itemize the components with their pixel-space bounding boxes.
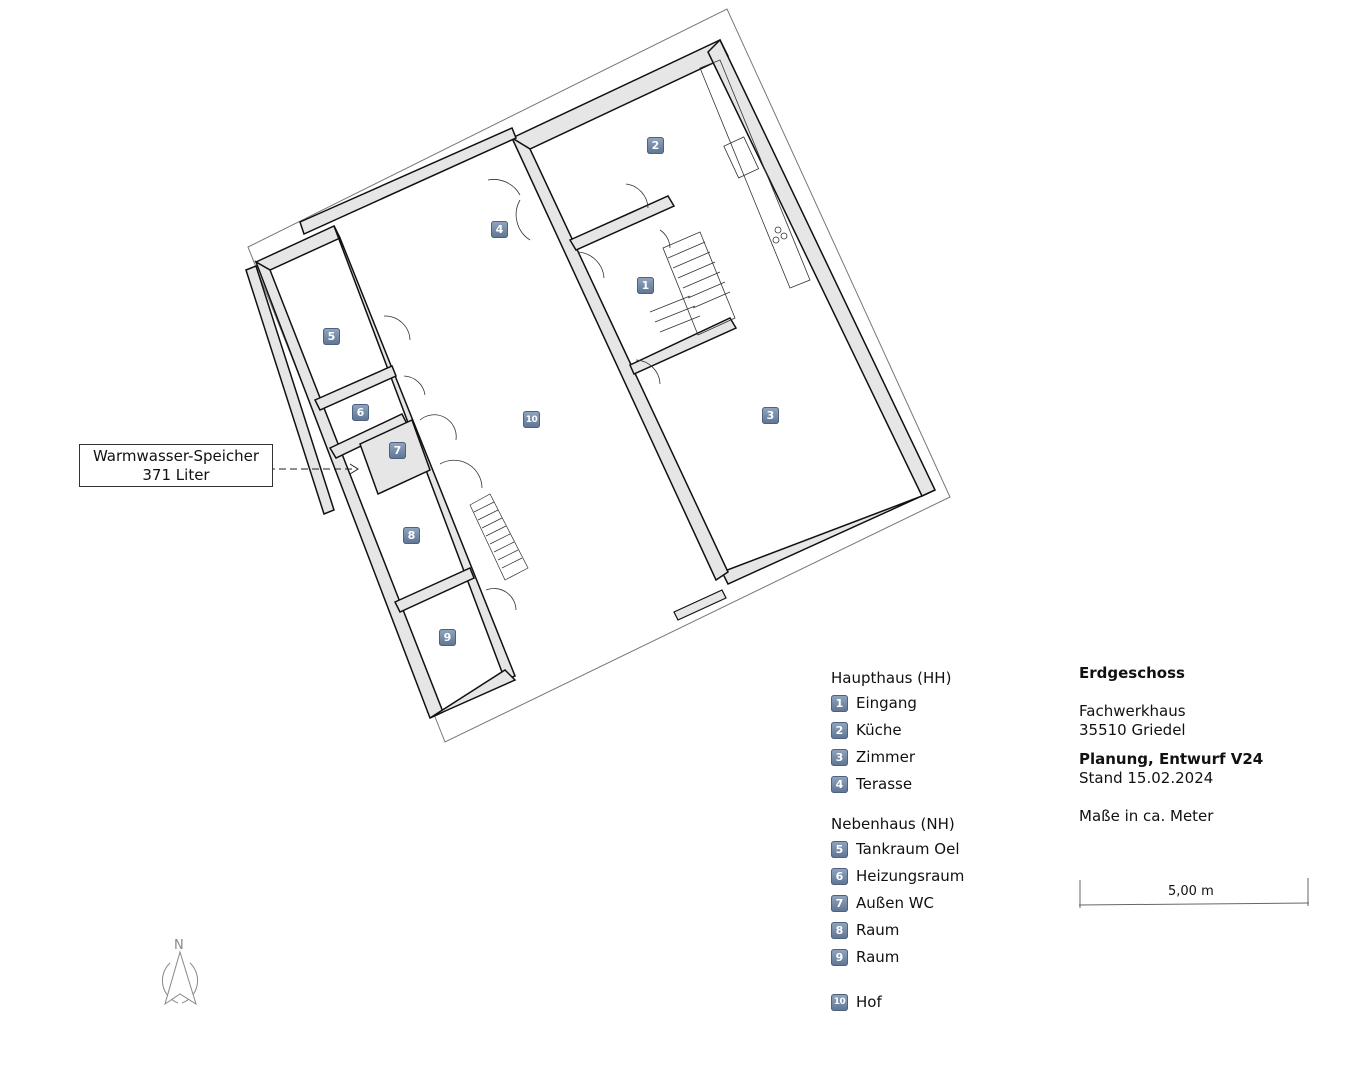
legend-item: 1 Eingang bbox=[831, 690, 964, 717]
legend-item: 7 Außen WC bbox=[831, 890, 964, 917]
planning-version: Planung, Entwurf V24 bbox=[1079, 750, 1264, 768]
legend-heading-main-house: Haupthaus (HH) bbox=[831, 669, 952, 687]
room-number-badge: 6 bbox=[831, 868, 848, 885]
floor-title: Erdgeschoss bbox=[1079, 664, 1185, 682]
room-number-badge: 10 bbox=[831, 994, 848, 1011]
room-name: Küche bbox=[856, 721, 902, 739]
address: 35510 Griedel bbox=[1079, 721, 1186, 739]
room-name: Hof bbox=[856, 993, 882, 1011]
room-name: Raum bbox=[856, 948, 900, 966]
legend-item-yard: 10 Hof bbox=[831, 989, 964, 1016]
callout-title: Warmwasser-Speicher bbox=[92, 447, 260, 465]
room-legend: Haupthaus (HH) 1 Eingang 2 Küche 3 Zimmer 4… bbox=[831, 666, 964, 1016]
room-marker-3: 3 bbox=[762, 407, 779, 424]
room-number-badge: 1 bbox=[831, 695, 848, 712]
room-name: Raum bbox=[856, 921, 900, 939]
kitchen-counter bbox=[699, 59, 811, 289]
room-name: Eingang bbox=[856, 694, 917, 712]
room-number-badge: 5 bbox=[831, 841, 848, 858]
room-number-badge: 3 bbox=[831, 749, 848, 766]
property-boundary bbox=[247, 8, 951, 743]
legend-item: 9 Raum bbox=[831, 944, 964, 971]
scale-bar-label: 5,00 m bbox=[1168, 884, 1214, 899]
legend-heading-side-house: Nebenhaus (NH) bbox=[831, 815, 955, 833]
main-house-walls bbox=[510, 38, 937, 585]
legend-item: 6 Heizungsraum bbox=[831, 863, 964, 890]
units-note: Maße in ca. Meter bbox=[1079, 807, 1214, 825]
room-name: Tankraum Oel bbox=[856, 840, 960, 858]
room-name: Zimmer bbox=[856, 748, 916, 766]
water-heater-callout: Warmwasser-Speicher 371 Liter bbox=[79, 444, 273, 487]
scale-bar bbox=[1078, 878, 1310, 908]
room-number-badge: 2 bbox=[831, 722, 848, 739]
side-house-walls bbox=[245, 126, 517, 720]
room-number-badge: 4 bbox=[831, 776, 848, 793]
room-number-badge: 7 bbox=[831, 895, 848, 912]
room-marker-6: 6 bbox=[352, 404, 369, 421]
north-arrow-icon: N bbox=[161, 938, 199, 1006]
room-name: Terasse bbox=[856, 775, 913, 793]
wall-stub bbox=[673, 589, 727, 621]
legend-item: 2 Küche bbox=[831, 717, 964, 744]
room-marker-5: 5 bbox=[323, 328, 340, 345]
building-name: Fachwerkhaus bbox=[1079, 702, 1186, 720]
room-marker-9: 9 bbox=[439, 629, 456, 646]
legend-item: 4 Terasse bbox=[831, 771, 964, 798]
room-name: Heizungsraum bbox=[856, 867, 965, 885]
door-swings bbox=[383, 179, 671, 611]
plan-date: Stand 15.02.2024 bbox=[1079, 769, 1214, 787]
room-marker-8: 8 bbox=[403, 527, 420, 544]
svg-text:N: N bbox=[174, 938, 184, 953]
room-number-badge: 9 bbox=[831, 949, 848, 966]
legend-item: 8 Raum bbox=[831, 917, 964, 944]
room-number-badge: 8 bbox=[831, 922, 848, 939]
room-marker-1: 1 bbox=[637, 277, 654, 294]
room-marker-2: 2 bbox=[647, 137, 664, 154]
callout-arrow bbox=[246, 463, 359, 475]
entry-staircase bbox=[649, 231, 736, 336]
room-name: Außen WC bbox=[856, 894, 935, 912]
legend-item: 5 Tankraum Oel bbox=[831, 836, 964, 863]
room-marker-10: 10 bbox=[523, 411, 540, 428]
yard-staircase bbox=[469, 493, 529, 581]
title-block: Erdgeschoss Fachwerkhaus 35510 Griedel P… bbox=[1079, 664, 1263, 826]
legend-item: 3 Zimmer bbox=[831, 744, 964, 771]
callout-volume: 371 Liter bbox=[142, 466, 210, 484]
room-marker-7: 7 bbox=[389, 442, 406, 459]
room-marker-4: 4 bbox=[491, 221, 508, 238]
